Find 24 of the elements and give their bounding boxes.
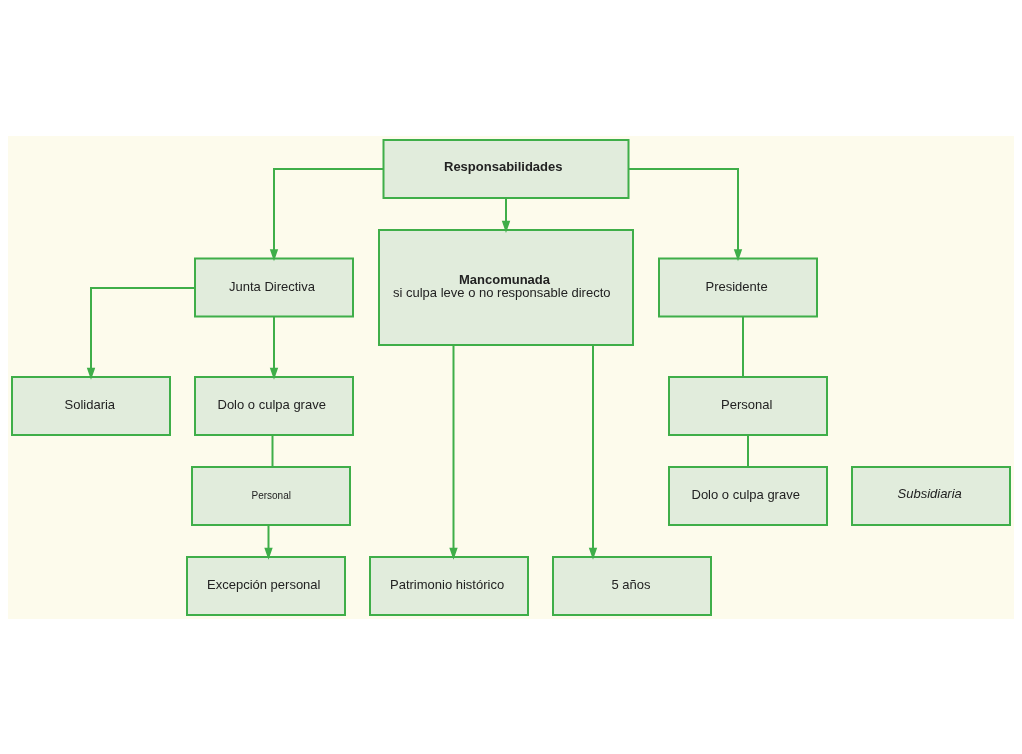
arrow [264,523,273,560]
node-box: 5 años [552,555,712,616]
connector [742,315,744,378]
arrow [269,315,279,380]
node-box: Solidaria [11,375,171,436]
node-box: Patrimonio histórico [369,555,529,616]
node-box: Presidente [658,257,818,317]
node-box: Personal [191,465,351,526]
arrow [449,343,458,560]
node-box: Junta Directiva [194,257,354,317]
connector [271,433,274,468]
node-box: Personal [668,375,828,436]
arrow [627,167,743,261]
node-box: Excepción personal [186,555,346,616]
node-box: Dolo o culpa grave [668,465,828,526]
arrow [588,343,598,560]
connector [747,433,749,468]
arrow [86,286,196,380]
node-box: Dolo o culpa grave [194,375,354,436]
node-box: Mancomunada si culpa leve o no responsable directo [378,228,634,346]
node-box: Responsabilidades [382,138,630,199]
arrow [501,196,511,233]
arrow [269,167,385,261]
node-box: Subsidiaria [851,465,1011,526]
